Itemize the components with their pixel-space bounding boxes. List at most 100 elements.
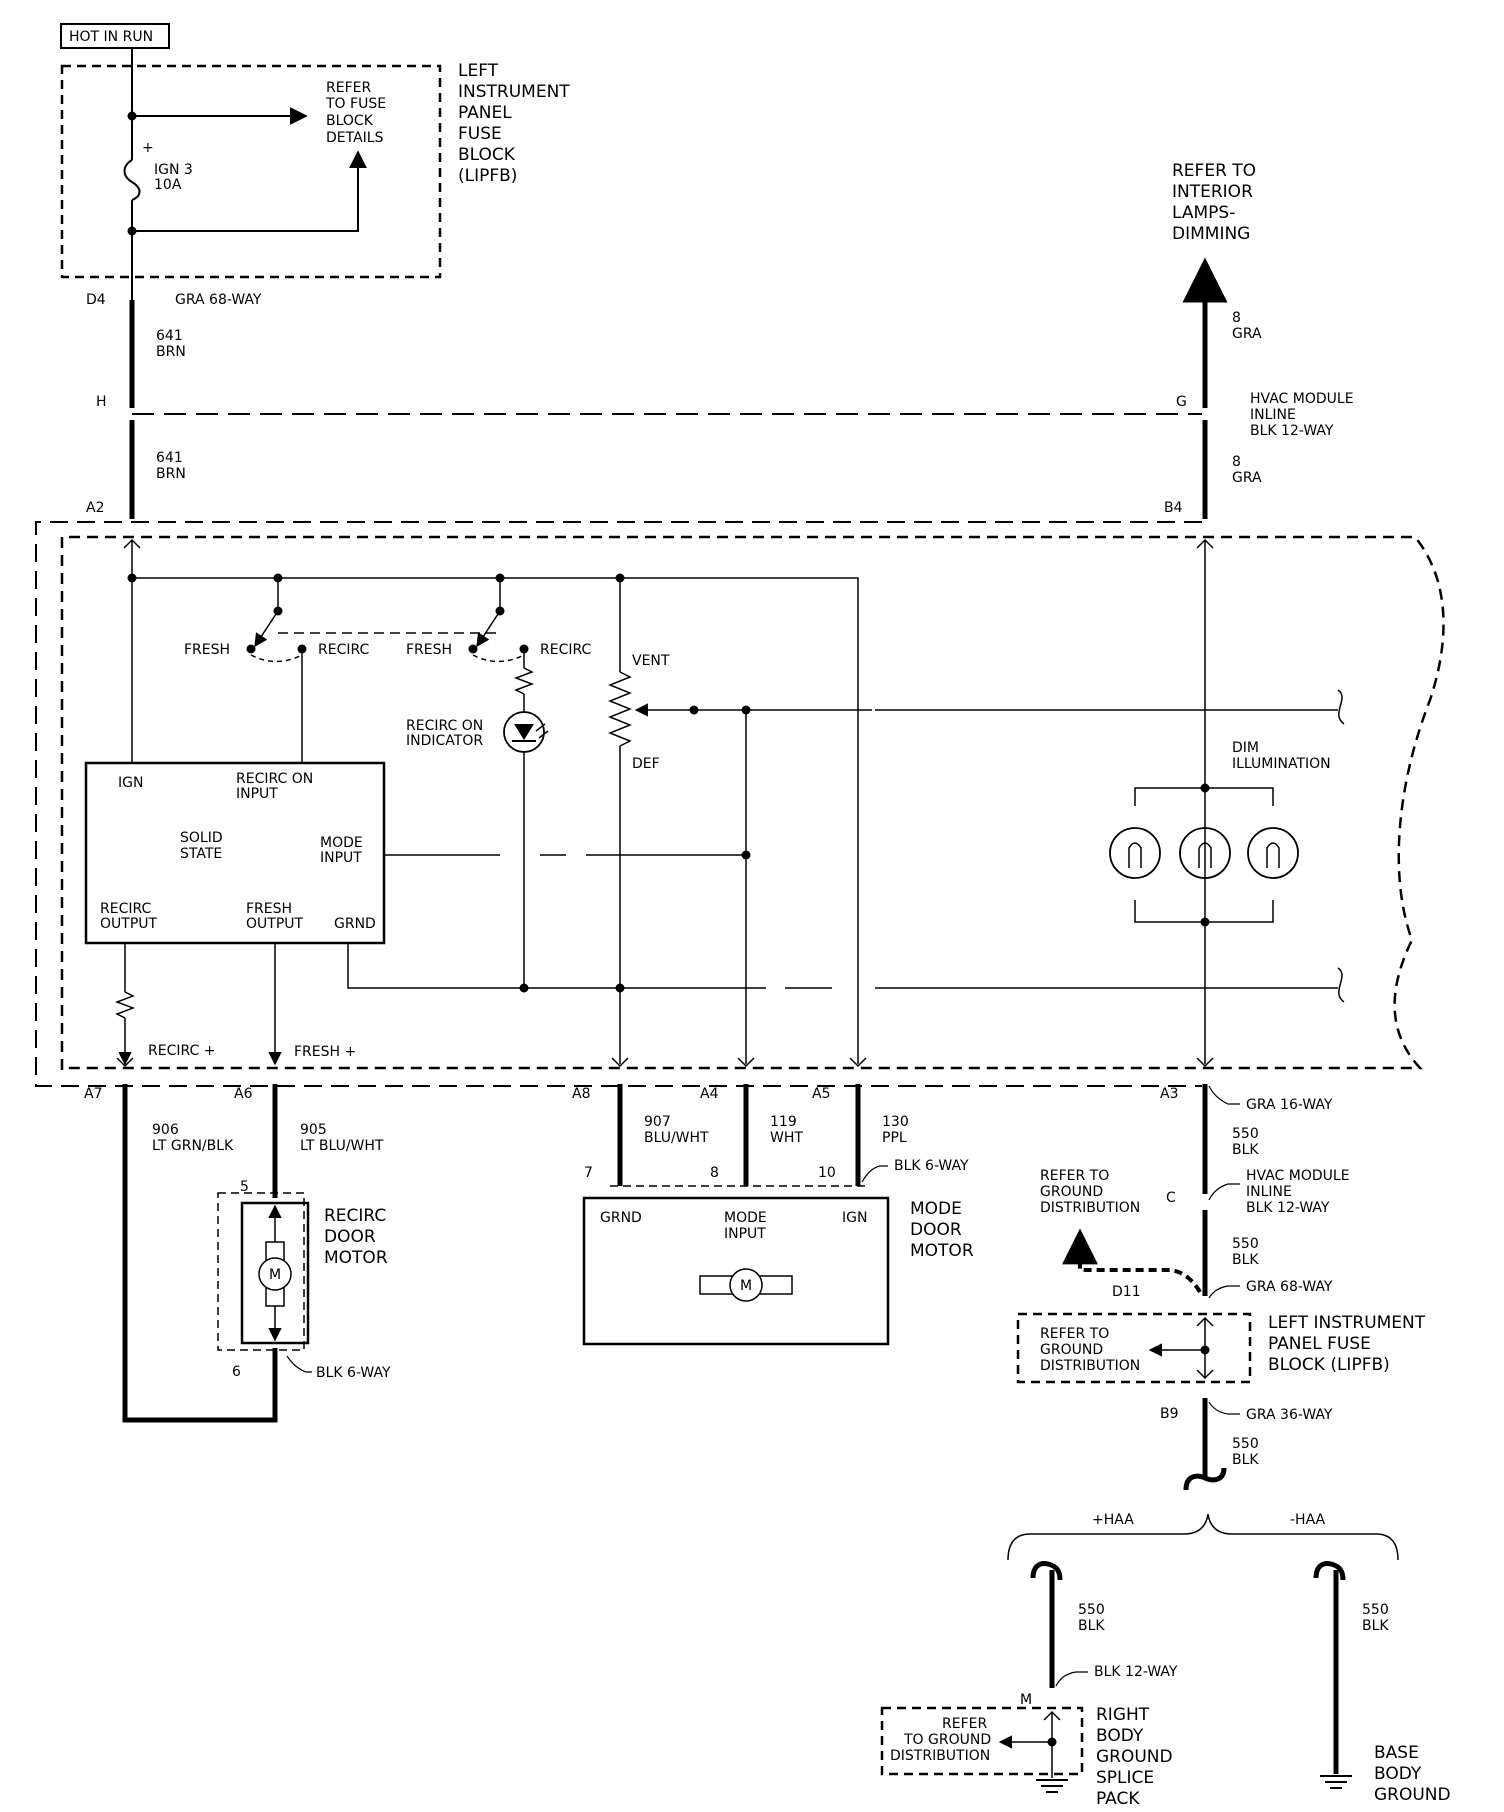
pin-6: 6 bbox=[232, 1364, 241, 1380]
base-body-ground-label: BASE bbox=[1374, 1743, 1419, 1763]
motor-icon bbox=[729, 1268, 763, 1302]
switch-fresh-label: FRESH bbox=[184, 642, 230, 658]
ss-solid-state-label: STATE bbox=[180, 846, 222, 862]
vent-label: VENT bbox=[632, 653, 670, 669]
led-indicator-icon bbox=[503, 711, 549, 753]
conn-d4: D4 bbox=[86, 292, 106, 308]
solid-state-box: IGN RECIRC ON INPUT SOLID STATE MODE INP… bbox=[84, 761, 386, 945]
wire-color: BLK bbox=[1232, 1142, 1259, 1158]
wire-number: 550 bbox=[1232, 1436, 1259, 1452]
switch-fresh-label: FRESH bbox=[406, 642, 452, 658]
lipfb-ground-title: PANEL FUSE bbox=[1268, 1334, 1371, 1354]
mode-motor-name: MOTOR bbox=[910, 1241, 974, 1261]
conn-g: G bbox=[1176, 394, 1187, 410]
conn-m-desc: BLK 12-WAY bbox=[1094, 1664, 1178, 1680]
wire-color: GRA bbox=[1232, 470, 1262, 486]
lipfb-ground-title: LEFT INSTRUMENT bbox=[1268, 1313, 1426, 1333]
inline-desc: INLINE bbox=[1246, 1184, 1292, 1200]
ss-recirc-output-label: OUTPUT bbox=[100, 916, 158, 932]
wire-number: 550 bbox=[1078, 1602, 1105, 1618]
mode-motor-input: MODE bbox=[724, 1210, 767, 1226]
pin-7: 7 bbox=[584, 1165, 593, 1181]
wire-color: LT BLU/WHT bbox=[300, 1138, 384, 1154]
conn-d4-desc: GRA 68-WAY bbox=[175, 292, 262, 308]
hot-in-run-box: HOT IN RUN bbox=[60, 23, 170, 49]
conn-a8: A8 bbox=[572, 1086, 590, 1102]
wire-number: 906 bbox=[152, 1122, 179, 1138]
fresh-plus-label: FRESH + bbox=[294, 1044, 356, 1060]
right-body-ground-label: RIGHT bbox=[1096, 1705, 1150, 1725]
refer-gd-label: REFER TO bbox=[1040, 1168, 1109, 1184]
ss-grnd-label: GRND bbox=[334, 916, 376, 932]
recirc-motor-name: MOTOR bbox=[324, 1248, 388, 1268]
refer-gd-label: GROUND bbox=[1040, 1184, 1103, 1200]
base-body-ground-label: BODY bbox=[1374, 1764, 1422, 1784]
pin-8: 8 bbox=[710, 1165, 719, 1181]
lipfb-title: PANEL bbox=[458, 103, 512, 123]
ground-symbol-icon bbox=[1320, 1775, 1352, 1789]
refer-gd-label: DISTRIBUTION bbox=[890, 1748, 990, 1764]
conn-a3-desc: GRA 16-WAY bbox=[1246, 1097, 1333, 1113]
conn-m: M bbox=[1020, 1692, 1032, 1708]
def-label: DEF bbox=[632, 756, 660, 772]
ss-fresh-output-label: FRESH bbox=[246, 901, 292, 917]
refer-line: REFER bbox=[326, 80, 371, 96]
inline-desc: HVAC MODULE bbox=[1250, 391, 1354, 407]
conn-a5: A5 bbox=[812, 1086, 830, 1102]
fuse-name: IGN 3 bbox=[154, 162, 193, 178]
mode-motor-grnd: GRND bbox=[600, 1210, 642, 1226]
wire-color: BLK bbox=[1078, 1618, 1105, 1634]
wire-color: GRA bbox=[1232, 326, 1262, 342]
mode-door-motor: A8 A4 A5 907 BLU/WHT 119 WHT 130 PPL 7 8… bbox=[572, 1084, 974, 1346]
recirc-plus-label: RECIRC + bbox=[148, 1043, 215, 1059]
mode-motor-conn: BLK 6-WAY bbox=[894, 1158, 969, 1174]
ground-symbol-icon bbox=[1036, 1779, 1068, 1793]
dim-illumination-label: DIM bbox=[1232, 740, 1259, 756]
conn-d11-desc: GRA 68-WAY bbox=[1246, 1279, 1333, 1295]
wire-color: BRN bbox=[156, 344, 186, 360]
ss-recirc-input-label: INPUT bbox=[236, 786, 278, 802]
lipfb-title: INSTRUMENT bbox=[458, 82, 570, 102]
wire-number: 8 bbox=[1232, 310, 1241, 326]
right-body-ground-label: GROUND bbox=[1096, 1747, 1173, 1767]
motor-symbol: M bbox=[740, 1278, 752, 1294]
ss-mode-input-label: MODE bbox=[320, 835, 363, 851]
plus-haa-label: +HAA bbox=[1092, 1512, 1134, 1528]
recirc-motor-name: RECIRC bbox=[324, 1206, 386, 1226]
refer-line: TO FUSE bbox=[325, 96, 386, 112]
lipfb-title: LEFT bbox=[458, 61, 499, 81]
conn-d11: D11 bbox=[1112, 1284, 1141, 1300]
recirc-door-motor: A7 A6 906 LT GRN/BLK 905 LT BLU/WHT 5 6 … bbox=[84, 1084, 391, 1423]
wire-number: 8 bbox=[1232, 454, 1241, 470]
refer-gd-label: DISTRIBUTION bbox=[1040, 1358, 1140, 1374]
fuse-icon bbox=[123, 159, 141, 201]
ss-solid-state-label: SOLID bbox=[180, 830, 223, 846]
hvac-control-module: FRESH RECIRC FRESH RECIRC RECIRC ON INDI… bbox=[35, 521, 1445, 1087]
fuse-plus: + bbox=[142, 140, 154, 156]
dimming-refer: DIMMING bbox=[1172, 224, 1250, 244]
dimming-refer: REFER TO bbox=[1172, 161, 1256, 181]
recirc-indicator-label: INDICATOR bbox=[406, 733, 483, 749]
mode-motor-ign: IGN bbox=[842, 1210, 867, 1226]
ss-recirc-output-label: RECIRC bbox=[100, 901, 152, 917]
recirc-motor-conn: BLK 6-WAY bbox=[316, 1365, 391, 1381]
switch-recirc-label: RECIRC bbox=[318, 642, 370, 658]
conn-a6: A6 bbox=[234, 1086, 253, 1102]
ss-recirc-input-label: RECIRC ON bbox=[236, 771, 313, 787]
wire-color: PPL bbox=[882, 1130, 907, 1146]
wire-641: D4 GRA 68-WAY 641 BRN H 641 BRN A2 bbox=[86, 292, 262, 519]
pin-5: 5 bbox=[240, 1179, 249, 1195]
inline-desc: HVAC MODULE bbox=[1246, 1168, 1350, 1184]
refer-gd-label: REFER TO bbox=[1040, 1326, 1109, 1342]
wire-color: BLK bbox=[1232, 1452, 1259, 1468]
wire-906 bbox=[122, 1084, 278, 1423]
conn-b9-desc: GRA 36-WAY bbox=[1246, 1407, 1333, 1423]
base-body-ground-label: GROUND bbox=[1374, 1785, 1451, 1805]
wire-number: 641 bbox=[156, 450, 183, 466]
wire-color: LT GRN/BLK bbox=[152, 1138, 234, 1154]
resistor-icon bbox=[114, 991, 136, 1019]
dim-bulb-icon bbox=[1247, 827, 1299, 879]
refer-gd-label: GROUND bbox=[1040, 1342, 1103, 1358]
inline-desc: BLK 12-WAY bbox=[1246, 1200, 1330, 1216]
